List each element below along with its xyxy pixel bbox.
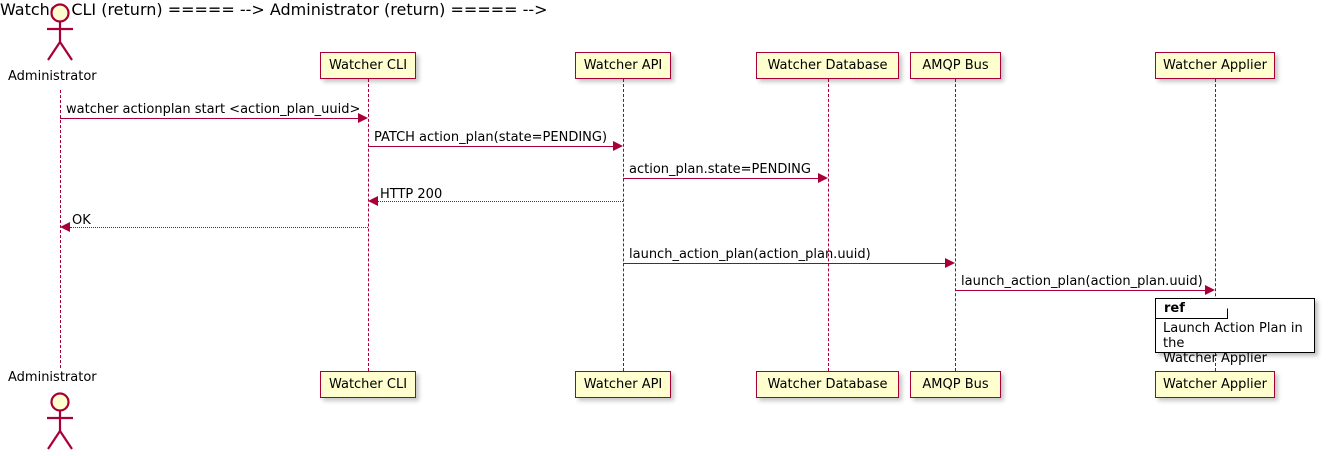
actor-administrator-bottom (47, 392, 73, 450)
message-arrow-6 (623, 263, 945, 264)
message-label-4: HTTP 200 (380, 187, 443, 202)
message-label-3: action_plan.state=PENDING (629, 162, 811, 177)
participant-watcher-api-bottom[interactable]: Watcher API (575, 371, 671, 398)
message-arrow-2 (368, 146, 613, 147)
lifeline-watcher-database (828, 79, 829, 371)
participant-amqp-bus-bottom[interactable]: AMQP Bus (910, 371, 1001, 398)
participant-watcher-cli-top[interactable]: Watcher CLI (320, 52, 416, 79)
participant-watcher-applier-bottom[interactable]: Watcher Applier (1155, 371, 1275, 398)
message-label-2: PATCH action_plan(state=PENDING) (374, 130, 608, 145)
message-arrow-4 (378, 201, 623, 202)
message-arrowhead-4 (368, 196, 378, 206)
actor-administrator-top (47, 3, 73, 61)
message-label-5: OK (72, 213, 91, 228)
lifeline-watcher-applier (1215, 79, 1216, 371)
ref-fragment: ref Launch Action Plan in the Watcher Ap… (1155, 298, 1315, 366)
actor-label-administrator-bottom: Administrator (8, 370, 97, 385)
participant-watcher-database-top[interactable]: Watcher Database (756, 52, 899, 79)
participant-amqp-bus-top[interactable]: AMQP Bus (910, 52, 1001, 79)
message-arrowhead-7 (1205, 285, 1215, 295)
message-arrowhead-5 (60, 222, 70, 232)
lifeline-watcher-api (623, 79, 624, 371)
message-arrow-3 (623, 178, 818, 179)
participant-watcher-database-bottom[interactable]: Watcher Database (756, 371, 899, 398)
message-label-6: launch_action_plan(action_plan.uuid) (629, 247, 871, 262)
participant-watcher-cli-bottom[interactable]: Watcher CLI (320, 371, 416, 398)
ref-fragment-keyword: ref (1156, 299, 1228, 319)
message-arrowhead-3 (818, 173, 828, 183)
participant-watcher-applier-top[interactable]: Watcher Applier (1155, 52, 1275, 79)
participant-watcher-api-top[interactable]: Watcher API (575, 52, 671, 79)
ref-fragment-text: Launch Action Plan in the Watcher Applie… (1163, 321, 1303, 366)
message-arrowhead-2 (613, 141, 623, 151)
message-label-1: watcher actionplan start <action_plan_uu… (66, 102, 361, 117)
message-label-7: launch_action_plan(action_plan.uuid) (961, 274, 1203, 289)
message-arrowhead-6 (945, 258, 955, 268)
message-arrowhead-1 (358, 113, 368, 123)
message-arrow-5 (70, 227, 368, 228)
lifeline-watcher-cli (368, 79, 369, 371)
message-arrow-1 (60, 118, 358, 119)
message-arrow-7 (955, 290, 1205, 291)
lifeline-amqp-bus (955, 79, 956, 371)
actor-label-administrator-top: Administrator (8, 69, 97, 84)
